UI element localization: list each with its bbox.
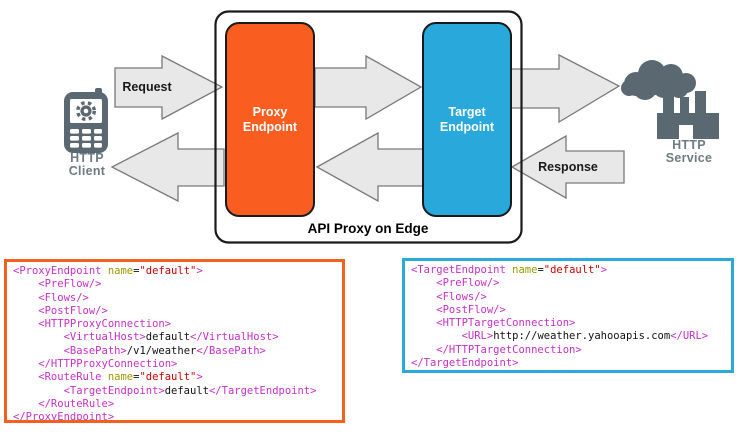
http-service-label: HTTP Service [649,139,729,165]
factory-cloud-icon [621,60,719,139]
proxy-endpoint-label-line1: Proxy [252,104,288,119]
http-client-label: HTTP Client [52,152,122,178]
proxy-to-target-arrow [314,54,423,121]
http-client-label-line2: Client [68,164,106,178]
target-endpoint-code-block: <TargetEndpoint name="default"> <PreFlow… [402,258,734,373]
service-to-target-response-arrow [510,134,625,200]
http-service-label-line1: HTTP [672,138,706,152]
proxy-endpoint-box: Proxy Endpoint [225,22,315,217]
target-to-service-arrow [510,53,621,124]
request-arrow-label: Request [122,80,172,94]
api-proxy-container-caption: API Proxy on Edge [307,221,429,236]
request-arrow [114,54,224,121]
target-endpoint-box: Target Endpoint [422,22,512,217]
proxy-endpoint-code-block: <ProxyEndpoint name="default"> <PreFlow/… [4,259,345,423]
target-to-proxy-response-arrow [315,131,424,203]
api-proxy-container-outline [214,10,523,244]
target-endpoint-label-line1: Target [448,104,486,119]
mobile-client-icon [64,88,108,153]
proxy-to-client-response-arrow [110,131,225,203]
http-service-label-line2: Service [665,151,713,165]
http-client-label-line1: HTTP [70,151,104,165]
proxy-endpoint-label-line2: Endpoint [242,119,298,134]
target-endpoint-label-line2: Endpoint [439,119,495,134]
response-arrow-label: Response [538,160,598,174]
